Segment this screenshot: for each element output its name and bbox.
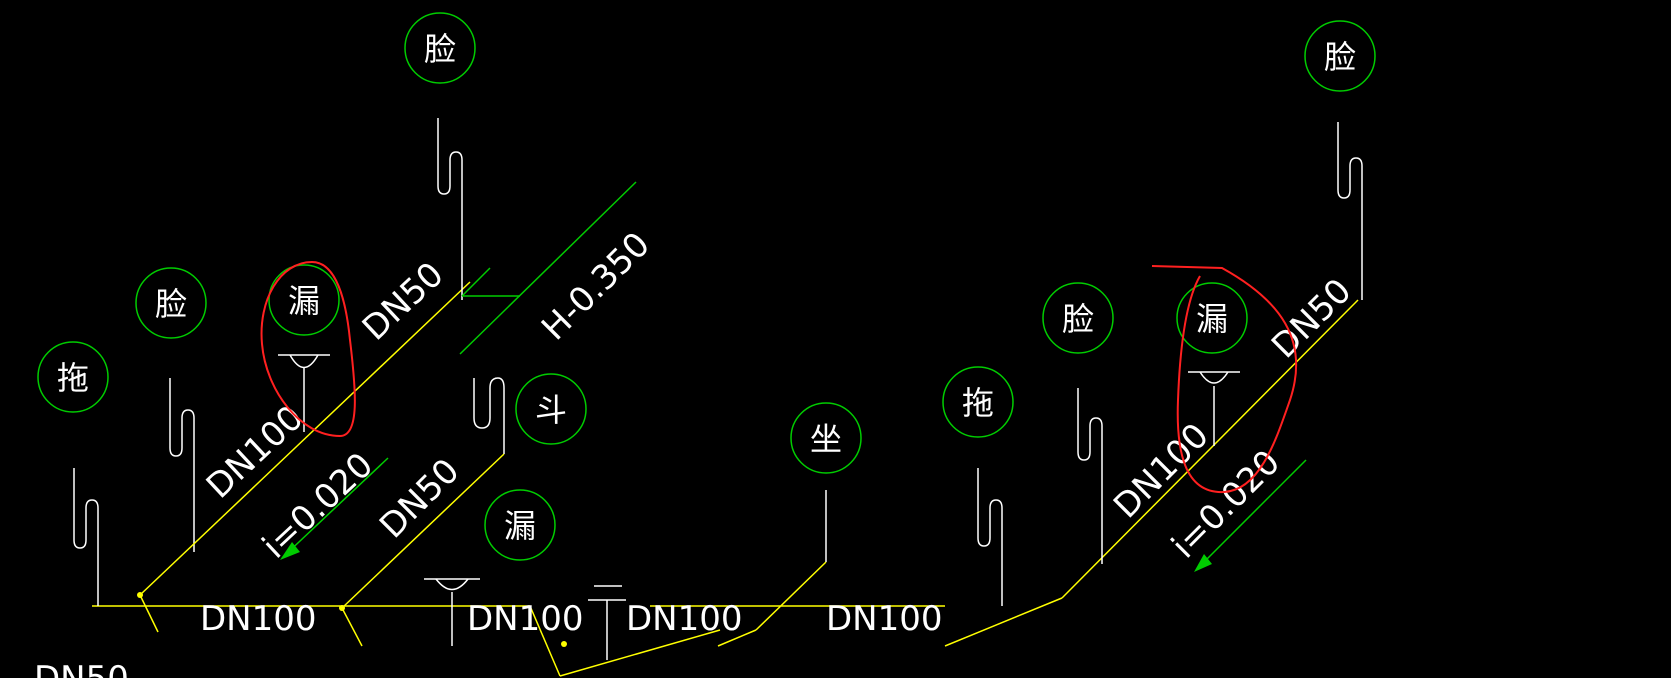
pipe-label-dn100-main-3: DN100: [626, 599, 743, 639]
toilet-branch-end: [717, 629, 757, 647]
pipe-label-dn50-upper-left: DN50: [355, 255, 452, 349]
pipe-node-left: [137, 592, 143, 598]
slope-arrow-left: [280, 457, 389, 560]
main-drain-pipe-center: [559, 629, 721, 677]
floor-drain-mid-label: 漏: [504, 507, 536, 545]
branch-pipe-left-dn100: [139, 281, 471, 596]
mop-sink-right-trap: [977, 468, 1003, 606]
mop-sink-left-symbol: 拖: [37, 341, 109, 413]
pipe-label-dn100-main-4: DN100: [826, 599, 943, 639]
pipe-label-dn50-upper-right: DN50: [1264, 271, 1359, 366]
branch-pipe-right-dn100: [1061, 299, 1359, 599]
pipe-label-dn50-bottom: DN50: [34, 659, 129, 678]
basin-left-trap: [169, 378, 195, 552]
basin-right-label: 脸: [1062, 300, 1094, 338]
basin-left-label: 脸: [155, 285, 187, 323]
basin-top-left-trap: [437, 118, 463, 300]
branch-pipe-left-stub: [139, 594, 159, 633]
basin-top-right-symbol: 脸: [1304, 20, 1376, 92]
hopper-label: 斗: [535, 391, 567, 429]
pipe-label-dn50-mid: DN50: [372, 451, 467, 546]
basin-right-symbol: 脸: [1042, 282, 1114, 354]
branch-pipe-right-lower: [944, 597, 1063, 647]
branch-pipe-mid-dn50: [341, 453, 505, 609]
mop-sink-right-symbol: 拖: [942, 366, 1014, 438]
cleanout-symbol: [588, 585, 626, 660]
hopper-trap: [473, 377, 505, 454]
main-drain-pipe-down: [529, 605, 561, 677]
basin-left-symbol: 脸: [135, 267, 207, 339]
slope-arrow-right: [1194, 459, 1307, 572]
red-markup-circle-left: [260, 260, 356, 438]
pipe-node-center: [561, 641, 567, 647]
basin-top-right-trap: [1337, 122, 1363, 300]
branch-pipe-mid-stub: [341, 607, 363, 647]
pipe-node-mid: [339, 605, 345, 611]
slope-label-left: i=0.020: [255, 445, 381, 567]
elevation-marker: [459, 181, 637, 355]
basin-top-right-label: 脸: [1324, 38, 1356, 76]
floor-drain-right: 漏: [1176, 282, 1248, 446]
basin-right-trap: [1077, 388, 1103, 564]
toilet-symbol: 坐: [790, 402, 862, 474]
pipe-label-dn100-main-2: DN100: [467, 599, 584, 639]
floor-drain-left: 漏: [268, 264, 340, 432]
pipe-label-dn100-main-1: DN100: [200, 599, 317, 639]
basin-top-left-label: 脸: [424, 30, 456, 68]
hopper-symbol: 斗: [515, 373, 587, 445]
mop-sink-right-label: 拖: [962, 384, 994, 422]
toilet-branch: [755, 561, 827, 631]
red-markup-circle-right: [1151, 265, 1298, 494]
mop-sink-left-label: 拖: [57, 359, 89, 397]
floor-drain-mid: 漏: [424, 489, 556, 646]
floor-drain-left-label: 漏: [288, 282, 320, 320]
floor-drain-right-label: 漏: [1196, 300, 1228, 338]
toilet-label: 坐: [810, 420, 842, 458]
basin-top-left-symbol: 脸: [404, 12, 476, 84]
elevation-label: H-0.350: [534, 224, 658, 348]
mop-sink-left-trap: [73, 468, 99, 606]
